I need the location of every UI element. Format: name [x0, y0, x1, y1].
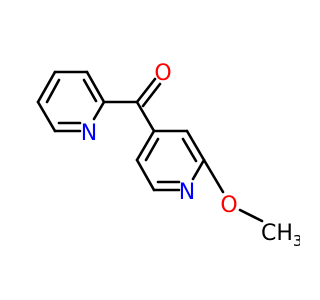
bond-right-ring-6-inner [144, 137, 160, 162]
bond-methoxy-o-to-methyl [238, 208, 264, 223]
bond-carbonyl-double-2 [141, 82, 162, 108]
right-ring-nitrogen-label: N [179, 180, 195, 205]
bond-right-ring-2-inner [181, 137, 198, 163]
bond-right-ring-3 [191, 158, 206, 181]
bond-right-ring-to-methoxy-o [202, 158, 225, 194]
methyl-subscript-3: 3 [293, 232, 300, 250]
molecule-diagram: O N N O CH3 [36, 61, 300, 250]
bond-right-ring-5 [135, 158, 156, 192]
methoxy-group [202, 158, 264, 223]
bond-carbonyl-to-right-ring [135, 100, 156, 133]
bond-right-ring-6 [135, 129, 156, 162]
methoxy-oxygen-label: O [220, 193, 237, 218]
left-pyridine-ring [36, 70, 106, 133]
methyl-ch-label: CH [261, 221, 293, 246]
bond-left-ring-2-inner [82, 78, 98, 103]
methyl-group-label: CH3 [261, 221, 300, 250]
bond-left-ring-6-inner [45, 78, 61, 104]
carbonyl-oxygen-label: O [154, 61, 171, 86]
carbonyl-bridge [102, 77, 162, 133]
right-pyridine-ring [135, 129, 206, 192]
molecule-canvas: O N N O CH3 [36, 61, 300, 250]
bond-carbonyl-double-1 [135, 77, 157, 104]
left-ring-nitrogen-label: N [81, 121, 97, 146]
bond-left-ring-2 [85, 70, 106, 104]
bond-left-ring-3 [92, 100, 106, 121]
bond-left-ring-5 [36, 100, 57, 133]
bond-right-ring-2 [185, 129, 206, 162]
bond-left-ring-6 [36, 70, 57, 104]
